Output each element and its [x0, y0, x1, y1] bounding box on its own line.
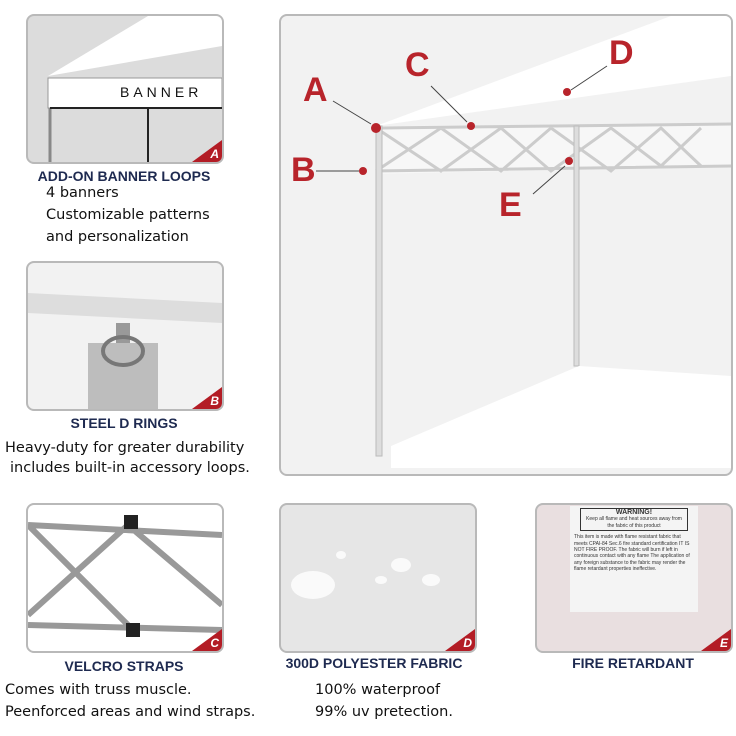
badge-e: E: [701, 629, 731, 651]
feature-d-line: 100% waterproof: [315, 682, 441, 698]
feature-d-line: 99% uv pretection.: [315, 704, 453, 720]
warning-subtitle: Keep all flame and heat sources away fro…: [586, 516, 682, 529]
feature-c-line: Peenforced areas and wind straps.: [5, 704, 256, 720]
warning-body: This item is made with flame resistant f…: [574, 534, 690, 573]
warning-label: WARNING!Keep all flame and heat sources …: [570, 506, 698, 612]
warning-title: WARNING!: [615, 509, 653, 516]
feature-a-title: ADD-ON BANNER LOOPS: [37, 168, 211, 184]
water-droplets-illustration: [291, 551, 440, 599]
banner-text: BANNER: [120, 84, 203, 100]
feature-a-line: Customizable patterns: [46, 207, 210, 223]
label-d: D: [609, 34, 634, 72]
banner-illustration: [47, 16, 222, 162]
feature-b-line: includes built-in accessory loops.: [10, 460, 250, 476]
panel-d-rings: B: [26, 261, 224, 411]
label-a: A: [303, 71, 328, 109]
main-tent-image: A B C D E: [279, 14, 733, 476]
panel-velcro-straps: C: [26, 503, 224, 653]
velcro-illustration: [28, 515, 222, 637]
label-c: C: [405, 46, 430, 84]
feature-c-line: Comes with truss muscle.: [5, 682, 192, 698]
label-b: B: [291, 151, 316, 189]
label-e: E: [499, 186, 522, 224]
tent-frame-illustration: [316, 16, 731, 468]
panel-polyester-fabric: D: [279, 503, 477, 653]
feature-a-line: and personalization: [46, 229, 189, 245]
panel-banner-loops: BANNER A: [26, 14, 224, 164]
d-ring-illustration: [28, 293, 222, 409]
feature-a-line: 4 banners: [46, 185, 119, 201]
feature-e-title: FIRE RETARDANT: [572, 655, 694, 671]
feature-d-title: 300D POLYESTER FABRIC: [285, 655, 463, 671]
feature-c-title: VELCRO STRAPS: [64, 658, 184, 674]
feature-b-title: STEEL D RINGS: [70, 415, 178, 431]
feature-b-line: Heavy-duty for greater durability: [5, 440, 245, 456]
